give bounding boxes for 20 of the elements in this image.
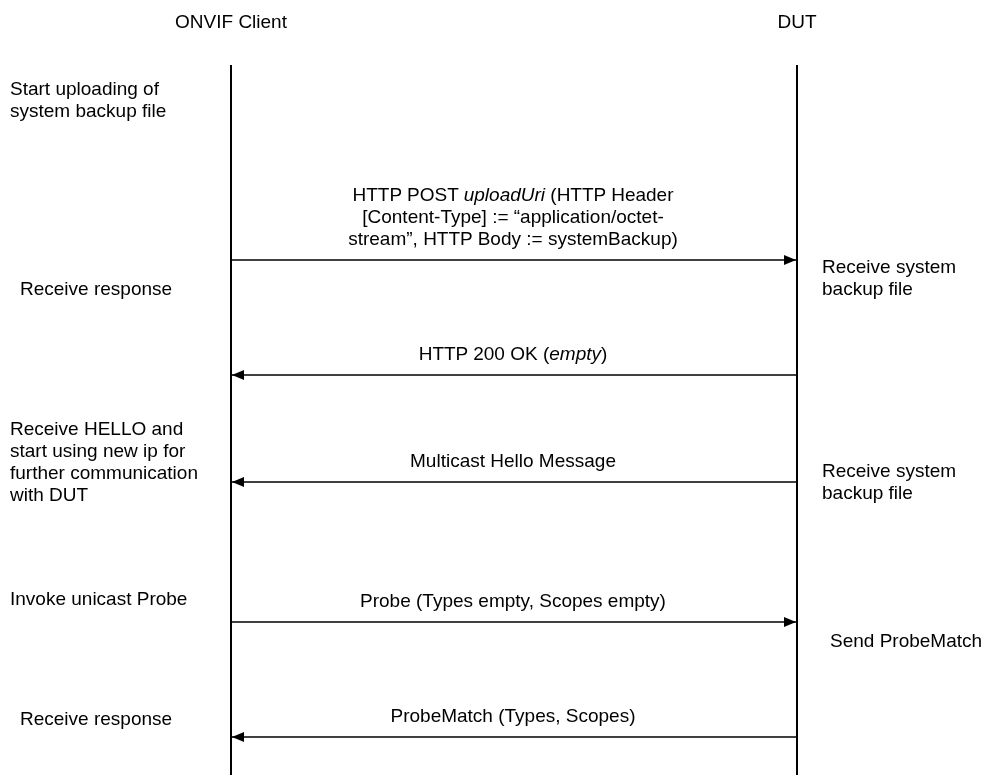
step-note: Receive system backup file bbox=[822, 256, 958, 300]
participant-label: DUT bbox=[777, 11, 817, 33]
message-arrow bbox=[231, 255, 797, 265]
message-arrow bbox=[231, 617, 797, 627]
step-note: Invoke unicast Probe bbox=[10, 588, 189, 610]
message-label: Probe (Types empty, Scopes empty) bbox=[359, 590, 667, 612]
step-note: Receive response bbox=[20, 278, 174, 300]
message-label: HTTP POST uploadUri (HTTP Header [Content-Type] := “application/octet-stream”, HTTP Body := systemBackup) bbox=[348, 184, 678, 250]
step-note: Send ProbeMatch bbox=[830, 630, 984, 652]
message-label: Multicast Hello Message bbox=[409, 450, 617, 472]
step-note: Receive response bbox=[20, 708, 174, 730]
message-arrow bbox=[231, 370, 797, 380]
participant-label: ONVIF Client bbox=[175, 11, 287, 33]
step-note: Start uploading of system backup file bbox=[10, 78, 168, 122]
message-arrow bbox=[231, 732, 797, 742]
message-arrow bbox=[231, 477, 797, 487]
step-note: Receive HELLO and start using new ip for further communication with DUT bbox=[10, 418, 199, 506]
message-label: HTTP 200 OK (empty) bbox=[417, 343, 609, 365]
message-label: ProbeMatch (Types, Scopes) bbox=[389, 705, 637, 727]
step-note: Receive system backup file bbox=[822, 460, 958, 504]
